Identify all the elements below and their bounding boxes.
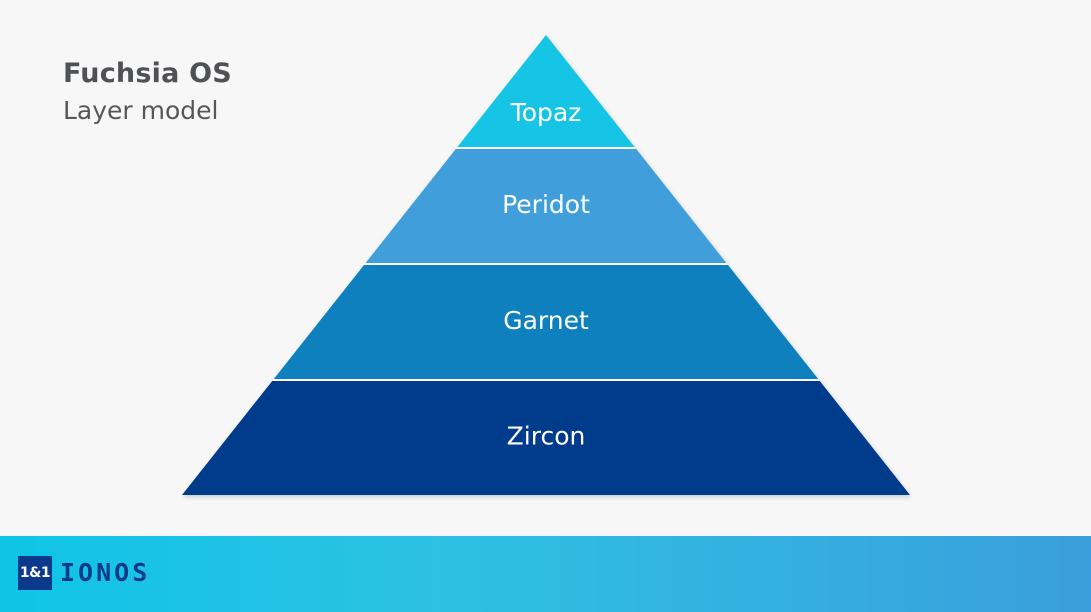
logo-wordmark: IONOS — [60, 558, 151, 587]
pyramid-label-zircon: Zircon — [507, 422, 586, 451]
pyramid-label-garnet: Garnet — [503, 306, 589, 335]
pyramid-layer-peridot — [365, 149, 727, 263]
page-title: Fuchsia OS — [63, 58, 232, 89]
pyramid-layer-topaz — [457, 35, 635, 147]
pyramid-layer-zircon — [182, 381, 910, 495]
brand-logo: 1&1 IONOS — [18, 556, 150, 590]
header: Fuchsia OS Layer model — [63, 56, 232, 128]
page-subtitle: Layer model — [63, 96, 219, 125]
pyramid-label-topaz: Topaz — [510, 98, 582, 127]
pyramid-layer-garnet — [273, 265, 819, 379]
logo-badge: 1&1 — [18, 556, 52, 590]
pyramid-label-peridot: Peridot — [502, 190, 590, 219]
footer-bar: 1&1 IONOS — [0, 536, 1091, 612]
